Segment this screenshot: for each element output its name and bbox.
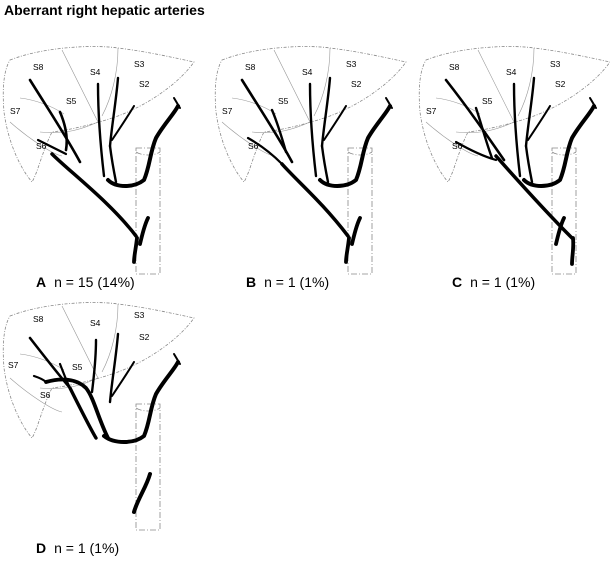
segment-label-s6: S6 (36, 141, 47, 151)
segment-label-s4: S4 (90, 318, 101, 328)
segment-label-s5: S5 (66, 96, 77, 106)
liver-diagram-a: S8 S4 S3 S2 S5 S7 S6 (2, 46, 195, 275)
panel-letter-a: A (36, 274, 47, 290)
segment-label-s3: S3 (134, 59, 145, 69)
panel-stat-b: n = 1 (1%) (264, 274, 330, 290)
segment-label-s4: S4 (90, 67, 101, 77)
panel-letter-d: D (36, 540, 47, 556)
segment-label-s8: S8 (245, 62, 256, 72)
segment-label-s4: S4 (302, 67, 313, 77)
panel-stat-d: n = 1 (1%) (54, 540, 120, 556)
segment-label-s7: S7 (8, 360, 19, 370)
panel-c: S8 S4 S3 S2 S5 S7 S6 (416, 42, 610, 322)
segment-label-s3: S3 (550, 59, 561, 69)
figure-title: Aberrant right hepatic arteries (4, 2, 205, 18)
segment-label-s6: S6 (40, 390, 51, 400)
panel-letter-c: C (452, 274, 463, 290)
segment-label-s8: S8 (449, 62, 460, 72)
panel-d: S8 S4 S3 S2 S5 S7 S6 (0, 298, 200, 578)
segment-label-s2: S2 (139, 79, 150, 89)
panel-a: S8 S4 S3 S2 S5 S7 S6 (0, 42, 200, 322)
panel-letter-b: B (246, 274, 257, 290)
segment-label-s4: S4 (506, 67, 517, 77)
segment-label-s7: S7 (10, 106, 21, 116)
segment-label-s5: S5 (482, 96, 493, 106)
liver-diagram-b: S8 S4 S3 S2 S5 S7 S6 (214, 46, 407, 275)
segment-label-s8: S8 (33, 62, 44, 72)
segment-label-s6: S6 (248, 141, 259, 151)
segment-label-s8: S8 (33, 314, 44, 324)
segment-label-s2: S2 (139, 332, 150, 342)
segment-label-s3: S3 (346, 59, 357, 69)
panel-stat-c: n = 1 (1%) (470, 274, 536, 290)
segment-label-s2: S2 (555, 79, 566, 89)
segment-label-s7: S7 (222, 106, 233, 116)
liver-diagram-d: S8 S4 S3 S2 S5 S7 S6 (2, 302, 195, 531)
segment-label-s6: S6 (452, 141, 463, 151)
liver-diagram-c: S8 S4 S3 S2 S5 S7 S6 (418, 46, 610, 275)
segment-label-s5: S5 (72, 362, 83, 372)
segment-label-s3: S3 (134, 310, 145, 320)
segment-label-s5: S5 (278, 96, 289, 106)
panel-b: S8 S4 S3 S2 S5 S7 S6 (212, 42, 412, 322)
segment-label-s7: S7 (426, 106, 437, 116)
segment-label-s2: S2 (351, 79, 362, 89)
panel-stat-a: n = 15 (14%) (54, 274, 135, 290)
